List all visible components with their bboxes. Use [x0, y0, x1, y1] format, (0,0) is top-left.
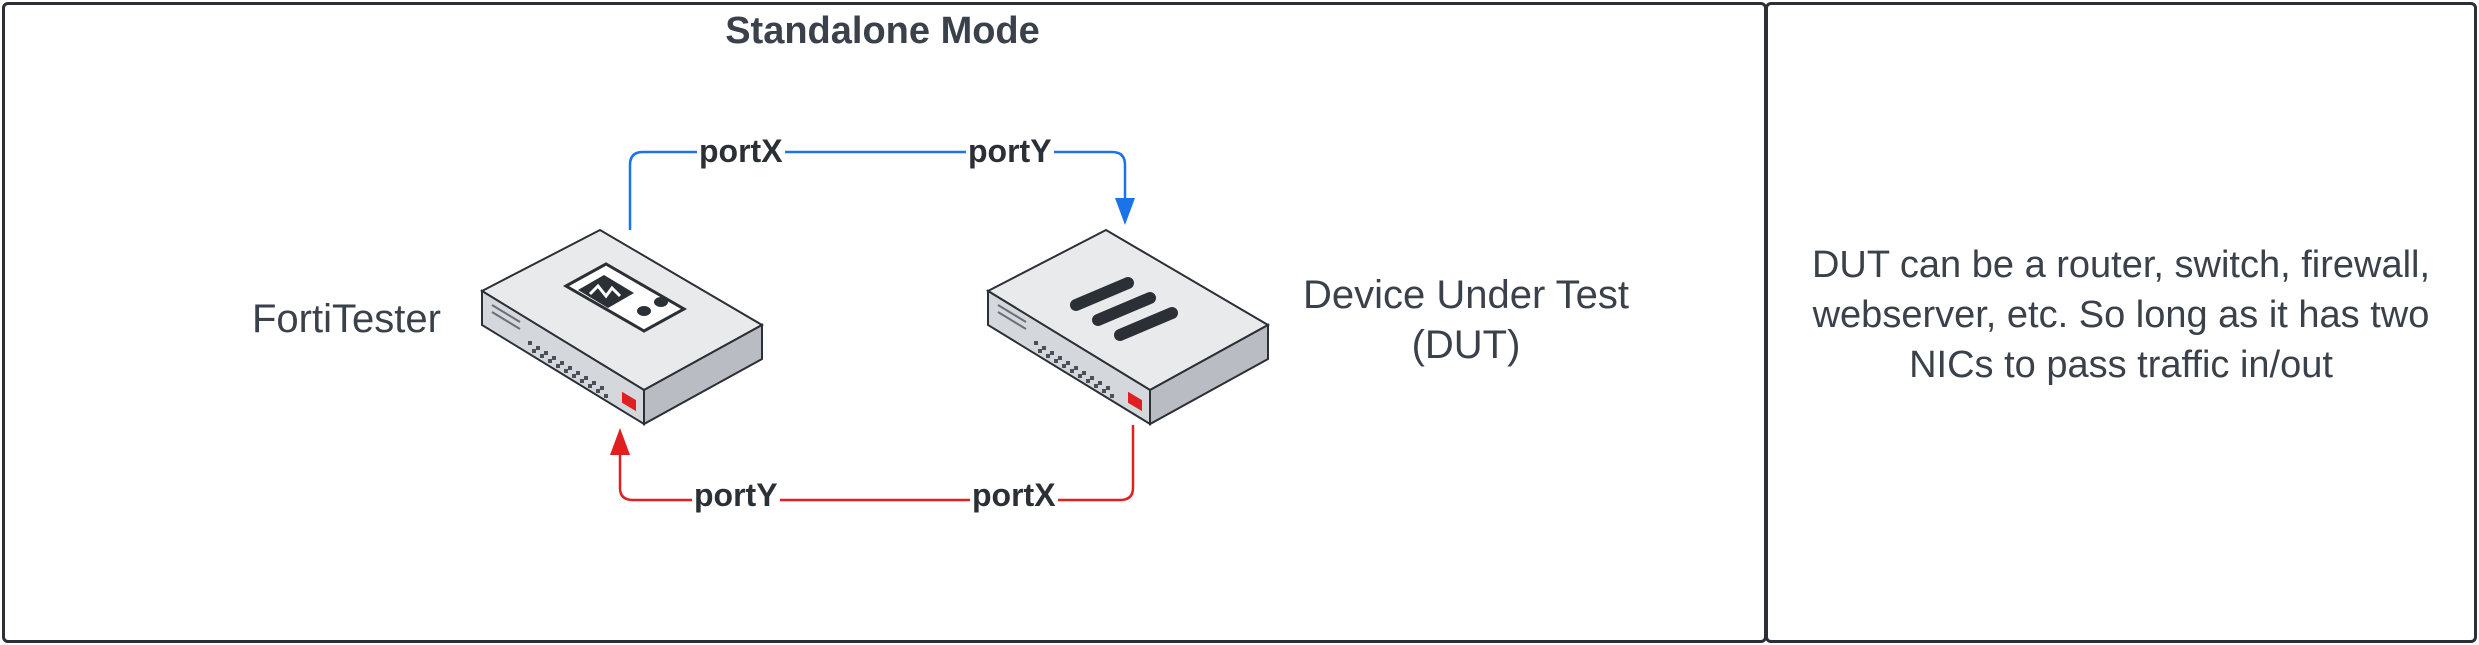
dut-note: DUT can be a router, switch, firewall, w…: [1811, 244, 2431, 386]
bottom-source-port-label: portX: [970, 477, 1058, 513]
fortitester-label: FortiTester: [252, 297, 441, 341]
bottom-link-line: [618, 425, 1135, 502]
bottom-link-arrowhead: [610, 428, 630, 455]
dut-label-line1: Device Under Test: [1302, 273, 1630, 317]
top-link-arrowhead: [1115, 198, 1135, 225]
top-link-line: [628, 150, 1127, 230]
top-target-port-label: portY: [966, 133, 1054, 169]
diagram-panel: [2, 2, 1767, 643]
dut-device: [985, 228, 1271, 426]
diagram-title: Standalone Mode: [725, 10, 1040, 52]
fortitester-device: [479, 228, 765, 426]
dut-label: Device Under Test (DUT): [1296, 270, 1636, 370]
dut-label-line2: (DUT): [1411, 323, 1521, 367]
top-source-port-label: portX: [697, 133, 785, 169]
bottom-target-port-label: portY: [692, 477, 780, 513]
note-panel: [1765, 2, 2477, 643]
